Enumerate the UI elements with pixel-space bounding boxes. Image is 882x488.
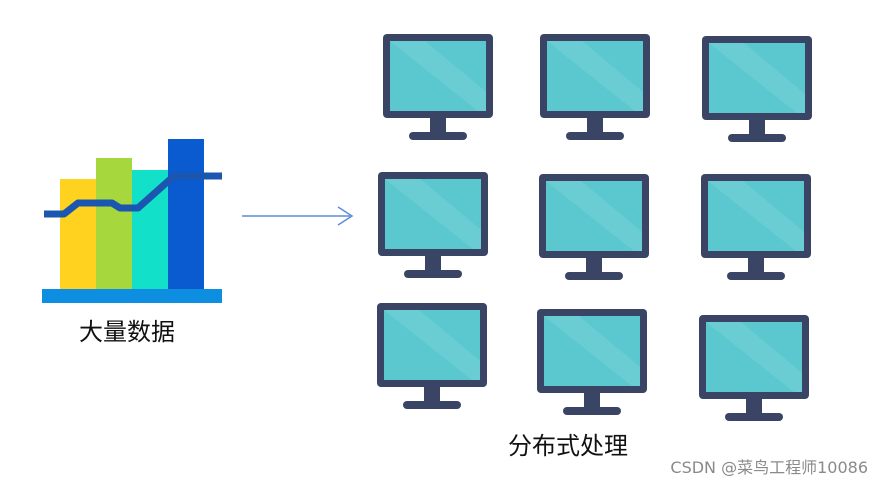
monitor-screen xyxy=(390,41,486,111)
monitor-icon xyxy=(699,315,809,421)
monitor-stand xyxy=(404,270,462,278)
monitor-icon xyxy=(702,36,812,142)
screen-glare xyxy=(547,41,643,111)
monitor-stand xyxy=(403,401,461,409)
screen-glare xyxy=(708,181,804,251)
monitor-neck xyxy=(586,258,602,272)
monitor-neck xyxy=(424,387,440,401)
monitor-screen xyxy=(709,43,805,113)
right-arrow-icon xyxy=(242,206,354,226)
monitor-icon xyxy=(701,174,811,280)
monitor-stand xyxy=(728,134,786,142)
monitor-icon xyxy=(383,34,493,140)
monitor-neck xyxy=(748,258,764,272)
monitor-icon xyxy=(540,34,650,140)
screen-glare xyxy=(706,322,802,392)
monitor-screen xyxy=(385,179,481,249)
distributed-processing-label: 分布式处理 xyxy=(508,432,628,460)
monitor-screen xyxy=(544,316,640,386)
monitor-neck xyxy=(425,256,441,270)
monitor-icon xyxy=(378,172,488,278)
screen-glare xyxy=(546,181,642,251)
monitor-stand xyxy=(727,272,785,280)
monitor-neck xyxy=(746,399,762,413)
trend-line xyxy=(44,172,222,218)
monitor-neck xyxy=(749,120,765,134)
monitor-stand xyxy=(725,413,783,421)
monitor-neck xyxy=(587,118,603,132)
screen-glare xyxy=(390,41,486,111)
screen-glare xyxy=(544,316,640,386)
monitor-neck xyxy=(584,393,600,407)
bar-blue xyxy=(168,139,204,290)
monitor-icon xyxy=(539,174,649,280)
big-data-label: 大量数据 xyxy=(79,318,175,346)
monitor-stand xyxy=(565,272,623,280)
monitor-screen xyxy=(706,322,802,392)
monitor-screen xyxy=(547,41,643,111)
monitor-stand xyxy=(566,132,624,140)
chart-base xyxy=(42,289,222,303)
arrow-head xyxy=(337,206,354,226)
monitor-grid xyxy=(377,34,812,421)
monitor-screen xyxy=(546,181,642,251)
monitor-icon xyxy=(537,309,647,415)
monitor-screen xyxy=(708,181,804,251)
screen-glare xyxy=(384,310,480,380)
screen-glare xyxy=(385,179,481,249)
monitor-icon xyxy=(377,303,487,409)
bar-yellow xyxy=(60,179,96,290)
bar-green xyxy=(96,158,132,290)
monitor-screen xyxy=(384,310,480,380)
bar-chart-icon xyxy=(42,139,222,303)
monitor-neck xyxy=(430,118,446,132)
monitor-stand xyxy=(563,407,621,415)
watermark: CSDN @菜鸟工程师10086 xyxy=(670,458,868,477)
screen-glare xyxy=(709,43,805,113)
monitor-stand xyxy=(409,132,467,140)
